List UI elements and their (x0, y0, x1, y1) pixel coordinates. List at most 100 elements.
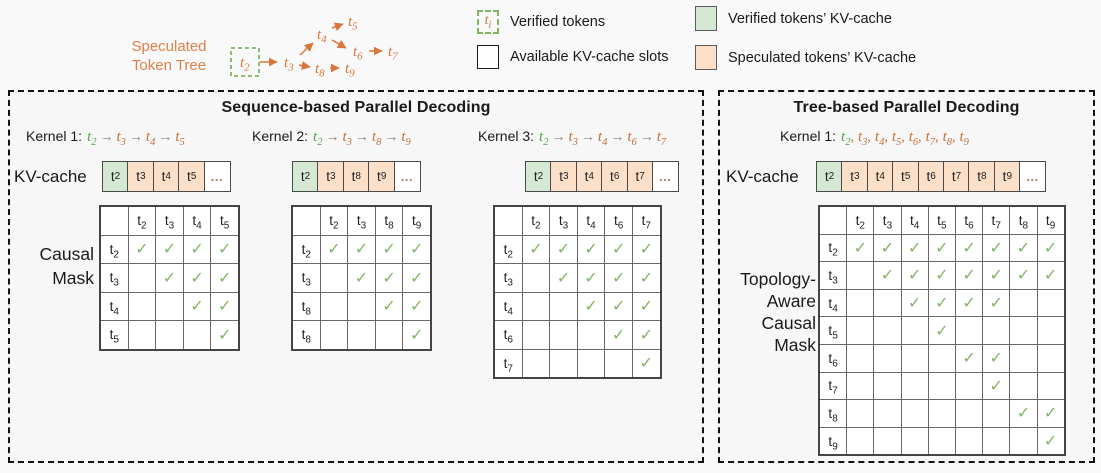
tree-node-token-t5: t5 (348, 14, 358, 33)
arrow-separator: → (128, 130, 143, 145)
mask-cell-empty (1009, 288, 1038, 318)
mask-cell-empty (521, 263, 551, 293)
tree-label-line1: Speculated (131, 38, 207, 55)
mask-cell-checked: ✓ (927, 316, 956, 345)
mask-corner-cell (493, 205, 523, 236)
check-icon: ✓ (639, 241, 653, 259)
check-icon: ✓ (935, 295, 949, 313)
mask-cell-empty (873, 426, 902, 456)
mask-row-header-t8: t8 (818, 399, 848, 428)
check-icon: ✓ (639, 355, 653, 373)
check-icon: ✓ (639, 298, 653, 316)
comma-separator: , (952, 130, 956, 145)
mask-cell-empty (319, 320, 349, 350)
mask-row-header-t3: t3 (818, 261, 848, 290)
tree-node-token-t6: t6 (353, 44, 363, 63)
mask-col-header-t2: t2 (521, 205, 551, 236)
mask-cell-checked: ✓ (631, 348, 662, 379)
available-slot-swatch (477, 45, 499, 69)
kernel-label: Kernel 2: (252, 128, 309, 144)
kernel-token-t3: t3 (568, 129, 578, 148)
legend-item-label: Available KV-cache slots (510, 49, 669, 65)
mask-cell-empty (549, 291, 578, 321)
mask-cell-checked: ✓ (182, 234, 212, 264)
kv-cache-slot-available: … (1019, 161, 1047, 192)
check-icon: ✓ (409, 241, 424, 259)
mask-col-header-t8: t8 (1009, 205, 1038, 235)
tree-edge-arrow (331, 22, 344, 32)
check-icon: ✓ (1043, 433, 1058, 451)
check-icon: ✓ (907, 295, 922, 313)
mask-col-header-t4: t4 (576, 205, 606, 236)
kernel-token-t8: t8 (371, 129, 382, 148)
kernel-label: Kernel 3: (478, 128, 535, 144)
mask-cell-empty (319, 263, 349, 293)
mask-cell-checked: ✓ (127, 234, 157, 264)
kernel-token-t6: t6 (908, 129, 919, 148)
check-icon: ✓ (1016, 239, 1031, 257)
check-icon: ✓ (639, 326, 653, 344)
check-icon: ✓ (853, 239, 867, 257)
mask-cell-empty (1009, 426, 1038, 456)
mask-col-header-t9: t9 (1036, 205, 1066, 235)
mask-row-header-t6: t6 (818, 343, 848, 373)
check-icon: ✓ (354, 269, 369, 287)
legend-item-label: Verified tokens (510, 14, 606, 30)
legend-item-label: Verified tokens’ KV-cache (728, 10, 892, 27)
arrow-separator: → (639, 130, 654, 145)
mask-cell-checked: ✓ (927, 288, 956, 318)
check-icon: ✓ (217, 269, 232, 287)
check-icon: ✓ (382, 298, 396, 316)
mask-cell-checked: ✓ (319, 234, 349, 264)
mask-cell-empty (900, 343, 929, 373)
check-icon: ✓ (611, 298, 626, 316)
mask-cell-checked: ✓ (900, 261, 929, 290)
legend-item: Speculated tokens’ KV-cache (695, 45, 916, 70)
mask-row-header-t4: t4 (818, 288, 848, 318)
mask-cell-empty (927, 426, 956, 456)
check-icon: ✓ (190, 298, 204, 316)
mask-cell-empty (549, 320, 578, 350)
sequence-panel-title: Sequence-based Parallel Decoding (221, 99, 491, 116)
mask-cell-checked: ✓ (982, 343, 1011, 373)
comma-separator: , (935, 130, 939, 145)
mask-corner-cell (291, 205, 321, 236)
mask-cell-checked: ✓ (182, 263, 212, 293)
mask-corner-cell (99, 205, 129, 236)
mask-cell-empty (982, 316, 1011, 345)
legend-item: Available KV-cache slots (477, 45, 669, 69)
mask-cell-checked: ✓ (631, 263, 662, 293)
check-icon: ✓ (962, 267, 976, 285)
mask-row-header-t5: t5 (99, 320, 129, 350)
check-icon: ✓ (611, 326, 626, 344)
mask-cell-empty (954, 371, 984, 401)
check-icon: ✓ (611, 269, 626, 287)
check-icon: ✓ (556, 241, 571, 259)
check-icon: ✓ (584, 269, 598, 287)
check-icon: ✓ (989, 377, 1003, 395)
check-icon: ✓ (935, 322, 949, 340)
mask-col-header-t3: t3 (347, 205, 376, 236)
mask-col-header-t9: t9 (402, 205, 432, 236)
check-icon: ✓ (962, 350, 976, 368)
topology-aware-causal-mask-label: Topology- Aware Causal Mask (740, 269, 816, 355)
mask-cell-checked: ✓ (374, 234, 404, 264)
mask-cell-empty (374, 320, 404, 350)
check-icon: ✓ (584, 298, 598, 316)
mask-cell-empty (1036, 288, 1066, 318)
mask-cell-checked: ✓ (982, 261, 1011, 290)
mask-cell-empty (846, 399, 875, 428)
kernel-token-t6: t6 (627, 129, 637, 148)
kernel-sequence: Kernel 1:t2,t3,t4,t5,t6,t7,t8,t9 (780, 128, 969, 148)
kernel-token-t2: t2 (841, 129, 851, 148)
check-icon: ✓ (611, 241, 626, 259)
mask-cell-empty (954, 426, 984, 456)
